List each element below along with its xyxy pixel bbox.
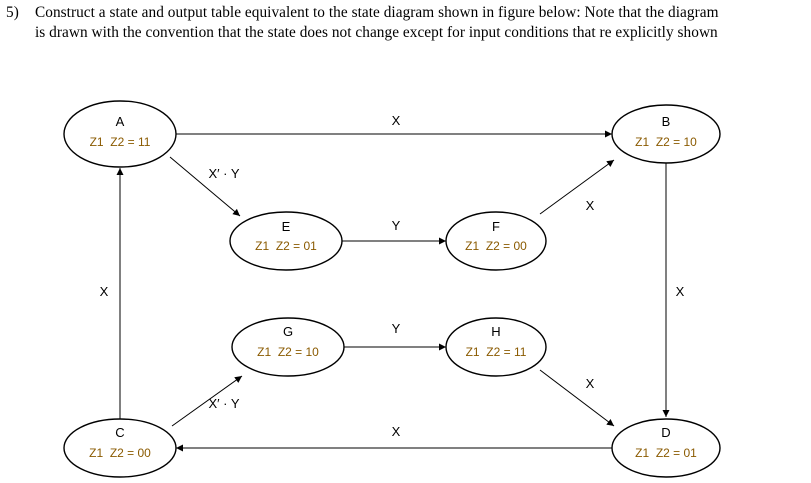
edge-a-to-e	[169, 156, 241, 217]
label-c-to-a: X	[100, 284, 109, 299]
state-f-name: F	[492, 219, 500, 234]
state-node-h: H Z1 Z2 = 11	[445, 317, 547, 377]
question-line-2: is drawn with the convention that the st…	[35, 24, 718, 41]
state-b-name: B	[662, 114, 671, 129]
state-node-b: B Z1 Z2 = 10	[611, 104, 721, 164]
label-b-to-d: X	[676, 284, 685, 299]
state-d-output: Z1 Z2 = 01	[635, 446, 697, 460]
state-e-name: E	[282, 219, 291, 234]
state-a-name: A	[116, 114, 125, 129]
state-node-e: E Z1 Z2 = 01	[229, 211, 343, 271]
transition-labels: X X′ · Y Y X X X X′ · Y Y X X	[100, 113, 685, 439]
state-c-output: Z1 Z2 = 00	[89, 446, 151, 460]
question-number: 5)	[6, 4, 19, 21]
label-a-to-e: X′ · Y	[208, 166, 239, 181]
transition-arrows	[116, 130, 670, 452]
label-a-to-b: X	[392, 113, 401, 128]
state-f-ellipse	[445, 211, 547, 271]
state-e-ellipse	[229, 211, 343, 271]
state-node-c: C Z1 Z2 = 00	[63, 418, 177, 478]
state-h-name: H	[491, 324, 500, 339]
state-b-output: Z1 Z2 = 10	[635, 135, 697, 149]
state-g-output: Z1 Z2 = 10	[257, 345, 319, 359]
state-f-output: Z1 Z2 = 00	[465, 239, 527, 253]
state-node-g: G Z1 Z2 = 10	[231, 317, 345, 377]
state-d-name: D	[661, 425, 670, 440]
edge-f-to-b	[539, 159, 615, 215]
label-e-to-f: Y	[392, 218, 401, 233]
state-h-output: Z1 Z2 = 11	[466, 345, 527, 359]
state-a-output: Z1 Z2 = 11	[90, 135, 151, 149]
state-node-d: D Z1 Z2 = 01	[611, 418, 721, 478]
state-c-name: C	[115, 425, 124, 440]
label-d-to-c: X	[392, 424, 401, 439]
label-c-to-g: X′ · Y	[208, 396, 239, 411]
state-e-output: Z1 Z2 = 01	[255, 239, 317, 253]
state-g-name: G	[283, 324, 293, 339]
state-a-ellipse	[63, 100, 177, 168]
state-b-ellipse	[611, 104, 721, 164]
state-node-f: F Z1 Z2 = 00	[445, 211, 547, 271]
state-h-ellipse	[445, 317, 547, 377]
label-h-to-d: X	[586, 376, 595, 391]
question-line-1: Construct a state and output table equiv…	[35, 4, 719, 21]
label-g-to-h: Y	[392, 321, 401, 336]
state-c-ellipse	[63, 418, 177, 478]
state-d-ellipse	[611, 418, 721, 478]
state-node-a: A Z1 Z2 = 11	[63, 100, 177, 168]
edge-h-to-d	[539, 369, 615, 427]
state-g-ellipse	[231, 317, 345, 377]
label-f-to-b: X	[586, 198, 595, 213]
edge-c-to-g	[171, 375, 243, 427]
